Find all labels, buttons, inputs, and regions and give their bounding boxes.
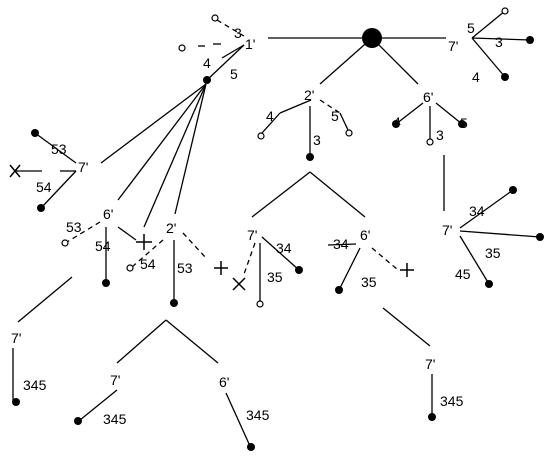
leaf-node bbox=[295, 266, 303, 274]
x-marker bbox=[232, 277, 246, 291]
leaf-node bbox=[335, 286, 343, 294]
open-node bbox=[345, 129, 353, 137]
node-label: 345 bbox=[23, 377, 47, 393]
node-label: 6' bbox=[423, 89, 433, 105]
node-label: 7' bbox=[110, 372, 120, 388]
root-node bbox=[362, 28, 382, 48]
node-label: 34 bbox=[469, 203, 485, 219]
leaf-node bbox=[247, 443, 255, 451]
leaf-node bbox=[306, 153, 314, 161]
node-label: 6' bbox=[103, 206, 113, 222]
cross-markers bbox=[9, 164, 414, 291]
node-label: 4 bbox=[472, 69, 480, 85]
plus-marker bbox=[214, 261, 228, 275]
node-label: 35 bbox=[485, 245, 501, 261]
open-node bbox=[178, 44, 186, 52]
leaf-node bbox=[509, 186, 517, 194]
open-node bbox=[61, 239, 69, 247]
node-label: 7' bbox=[442, 222, 452, 238]
leaf-node bbox=[31, 129, 39, 137]
open-nodes bbox=[61, 7, 509, 308]
node-label: 345 bbox=[246, 407, 270, 423]
node-label: 7' bbox=[78, 159, 88, 175]
leaf-node bbox=[428, 413, 436, 421]
node-label: 5 bbox=[460, 115, 468, 131]
open-node bbox=[256, 300, 264, 308]
leaf-node bbox=[37, 204, 45, 212]
node-label: 345 bbox=[440, 393, 464, 409]
node-label: 53 bbox=[66, 219, 82, 235]
node-label: 1' bbox=[245, 36, 255, 52]
node-label: 7' bbox=[247, 227, 257, 243]
plus-marker bbox=[136, 234, 152, 250]
open-node bbox=[257, 132, 265, 140]
leaf-node bbox=[203, 76, 211, 84]
leaf-node bbox=[74, 417, 82, 425]
node-label: 7' bbox=[448, 38, 458, 54]
node-label: 2' bbox=[166, 220, 176, 236]
node-label: 6' bbox=[360, 227, 370, 243]
node-label: 45 bbox=[455, 266, 471, 282]
leaf-node bbox=[536, 233, 544, 241]
node-label: 6' bbox=[219, 374, 229, 390]
leaf-node bbox=[392, 120, 400, 128]
node-label: 3 bbox=[436, 127, 444, 143]
node-label: 345 bbox=[103, 411, 127, 427]
node-label: 53 bbox=[177, 260, 193, 276]
node-label: 2' bbox=[304, 87, 314, 103]
node-label: 34 bbox=[276, 240, 292, 256]
node-label: 35 bbox=[361, 274, 377, 290]
leaf-node bbox=[12, 398, 20, 406]
filled-nodes bbox=[12, 28, 544, 451]
node-label: 4 bbox=[393, 114, 401, 130]
node-label: 4 bbox=[266, 108, 274, 124]
leaf-node bbox=[485, 280, 493, 288]
x-marker bbox=[9, 164, 21, 178]
node-label: 54 bbox=[36, 179, 52, 195]
leaf-node bbox=[102, 279, 110, 287]
plus-marker bbox=[400, 263, 414, 277]
node-label: 34 bbox=[333, 236, 349, 252]
node-label: 4 bbox=[203, 55, 211, 71]
node-label: 5 bbox=[467, 20, 475, 36]
node-label: 5 bbox=[230, 66, 238, 82]
node-label: 54 bbox=[95, 238, 111, 254]
leaf-node bbox=[501, 73, 509, 81]
node-label: 7' bbox=[425, 356, 435, 372]
open-node bbox=[126, 264, 134, 272]
open-node bbox=[211, 14, 219, 22]
leaf-node bbox=[526, 36, 534, 44]
node-label: 54 bbox=[140, 256, 156, 272]
node-label: 5 bbox=[331, 108, 339, 124]
tree-edges bbox=[12, 10, 541, 447]
node-label: 3 bbox=[313, 132, 321, 148]
open-node bbox=[426, 138, 434, 146]
node-label: 3 bbox=[495, 34, 503, 50]
leaf-node bbox=[458, 120, 466, 128]
node-label: 35 bbox=[267, 269, 283, 285]
node-label: 53 bbox=[51, 141, 67, 157]
node-label: 3 bbox=[234, 25, 242, 41]
open-node bbox=[501, 7, 509, 15]
node-label: 7' bbox=[11, 330, 21, 346]
node-labels: 1' 3 4 5 7' 5 3 4 2' 4 5 3 6' 4 3 5 53 7… bbox=[11, 20, 503, 427]
leaf-node bbox=[170, 299, 178, 307]
